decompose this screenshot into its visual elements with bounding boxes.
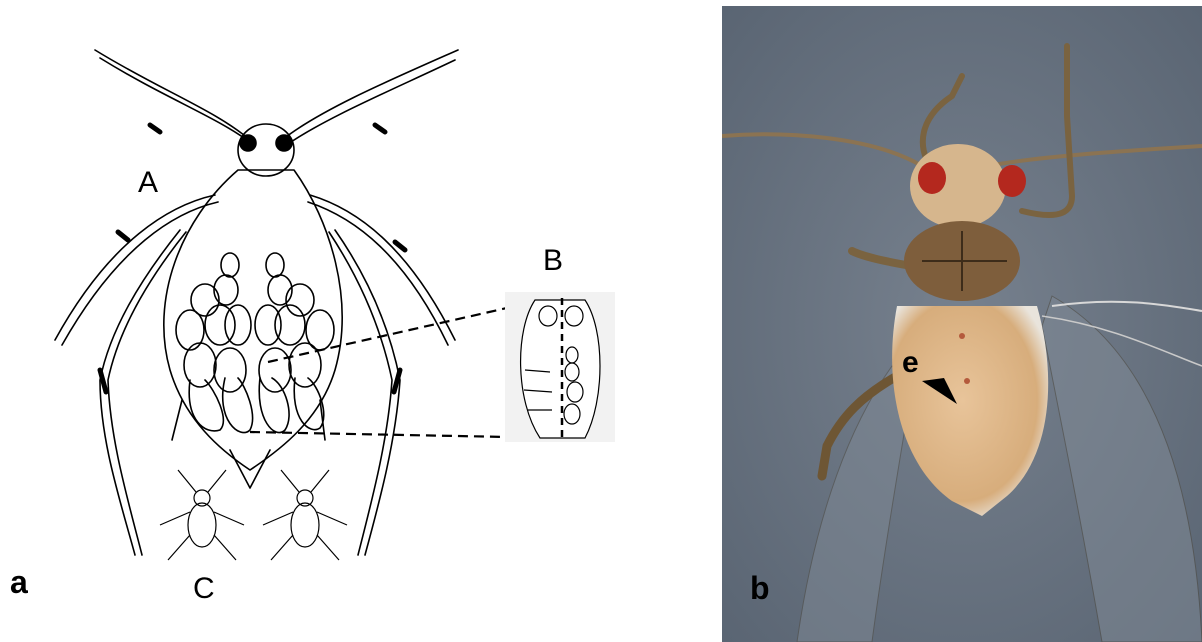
panel-a-label: a — [10, 566, 28, 598]
aphid-photo — [722, 6, 1202, 642]
right-antenna — [282, 50, 458, 140]
embryo-chains — [176, 253, 334, 433]
aphid-line-drawing — [0, 0, 700, 642]
body-outline — [164, 170, 342, 470]
label-embryo: B — [543, 246, 563, 276]
panel-b-micrograph: e b — [722, 6, 1202, 642]
label-nymphs: C — [193, 574, 215, 604]
arrow-label: e — [902, 348, 919, 378]
panel-a-drawing: A B C a — [0, 0, 700, 642]
nymphs — [160, 470, 347, 560]
panel-b-label: b — [750, 572, 770, 604]
left-hind-leg — [100, 230, 180, 555]
embryo-inset — [505, 292, 615, 442]
label-adult: A — [138, 168, 158, 198]
